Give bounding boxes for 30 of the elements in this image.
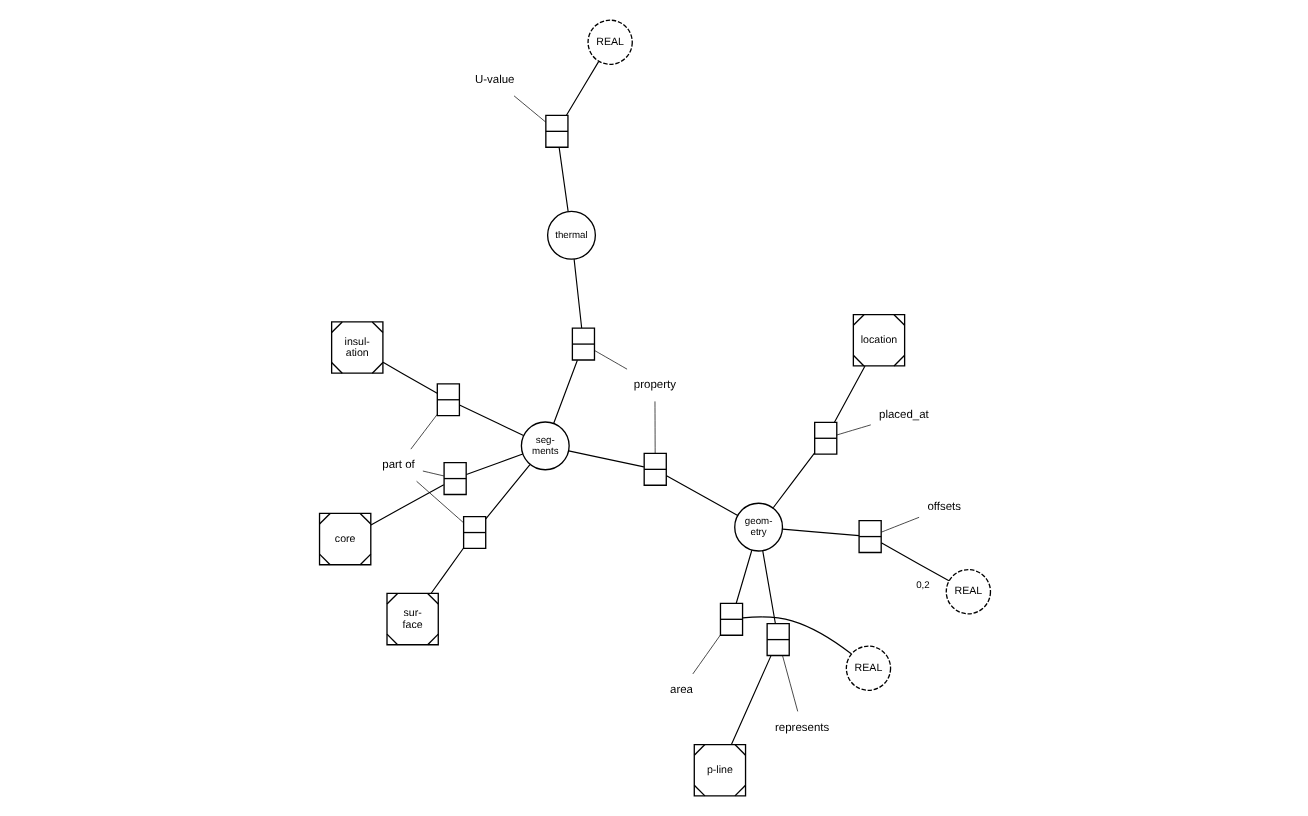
connector xyxy=(664,475,738,516)
connector xyxy=(457,404,524,437)
connector xyxy=(832,365,865,423)
connector xyxy=(691,634,720,675)
connector xyxy=(593,350,627,370)
connector xyxy=(484,464,530,520)
connector xyxy=(369,484,444,526)
connector xyxy=(761,550,775,625)
connector xyxy=(771,452,815,509)
connector xyxy=(552,359,577,424)
connector xyxy=(880,516,919,533)
connector xyxy=(729,655,771,745)
connector xyxy=(835,424,871,436)
connector xyxy=(653,401,655,454)
connector xyxy=(780,528,859,537)
connector xyxy=(781,655,798,712)
connector xyxy=(421,470,444,477)
connector xyxy=(409,414,437,450)
connector xyxy=(512,95,546,123)
connector xyxy=(557,146,568,212)
connector xyxy=(464,453,523,476)
connector xyxy=(381,361,437,394)
connector xyxy=(564,61,599,116)
connector xyxy=(734,549,752,604)
connector xyxy=(741,616,851,655)
connector xyxy=(879,542,949,582)
connector xyxy=(572,258,582,329)
connector xyxy=(429,547,464,594)
connector xyxy=(415,480,463,524)
connector xyxy=(567,450,644,468)
